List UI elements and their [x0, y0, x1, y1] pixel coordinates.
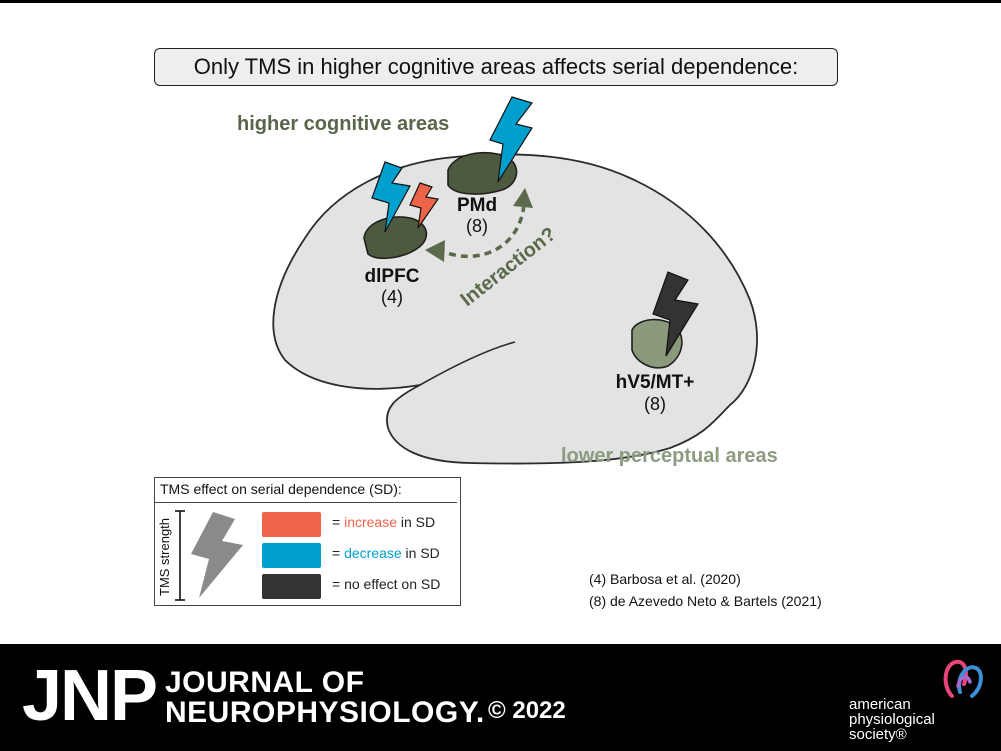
- copyright-text: © 2022: [488, 697, 566, 724]
- legend-text-decrease: = decrease in SD: [332, 545, 440, 561]
- region-ref-dlpfc: (4): [381, 287, 403, 307]
- brain-diagram: higher cognitive areas lower perceptual …: [237, 96, 778, 467]
- swatch-decrease: [262, 543, 321, 568]
- jnp-logo-text: JNP: [22, 656, 158, 736]
- journal-name-line2: NEUROPHYSIOLOGY.: [165, 696, 485, 729]
- journal-footer: JNP JOURNAL OF NEUROPHYSIOLOGY. © 2022 a…: [0, 644, 1001, 751]
- lightning-icon-dlpfc-decrease: [371, 161, 411, 233]
- society-name-line2: physiological: [849, 711, 935, 728]
- sylvian-fissure: [419, 341, 516, 386]
- legend-strength-graphic: TMS strength: [157, 510, 243, 601]
- top-border-line: [0, 0, 1001, 3]
- interaction-arrow: [439, 204, 526, 259]
- legend-prefix-increase: =: [332, 514, 345, 530]
- region-name-hv5: hV5/MT+: [616, 372, 695, 393]
- legend-box: TMS effect on serial dependence (SD): TM…: [154, 477, 461, 606]
- region-name-dlpfc: dlPFC: [365, 266, 420, 287]
- society-name-line3: society®: [849, 726, 907, 743]
- lightning-icon-pmd-decrease: [489, 96, 534, 183]
- legend-suffix-decrease: in SD: [401, 545, 440, 561]
- lightning-icon-hv5-no-effect: [652, 271, 699, 357]
- reference-item: (4) Barbosa et al. (2020): [589, 571, 741, 587]
- swatch-no-effect: [262, 574, 321, 599]
- region-ref-pmd: (8): [466, 216, 488, 236]
- interaction-arrowhead-left: [425, 240, 445, 262]
- journal-name: JOURNAL OF NEUROPHYSIOLOGY.: [165, 668, 485, 728]
- pmd-region: [447, 151, 518, 195]
- dlpfc-region: [363, 216, 428, 260]
- society-name: american physiological society®: [849, 697, 935, 742]
- reference-item: (8) de Azevedo Neto & Bartels (2021): [589, 593, 822, 609]
- legend-word-increase: increase: [344, 514, 397, 530]
- tms-strength-label: TMS strength: [157, 518, 172, 596]
- legend-text-no-effect: = no effect on SD: [332, 576, 440, 592]
- aps-logo-icon: [943, 659, 983, 698]
- society-name-line1: american: [849, 696, 911, 713]
- lower-areas-label: lower perceptual areas: [561, 445, 778, 467]
- references: (4) Barbosa et al. (2020) (8) de Azevedo…: [589, 568, 822, 612]
- region-name-pmd: PMd: [457, 195, 497, 216]
- legend-word-decrease: decrease: [344, 545, 402, 561]
- legend-prefix-decrease: =: [332, 545, 345, 561]
- legend-title: TMS effect on serial dependence (SD):: [160, 481, 402, 497]
- lightning-icon-legend: [191, 512, 243, 598]
- lightning-icon-dlpfc-increase: [409, 182, 440, 229]
- swatch-increase: [262, 512, 321, 537]
- legend-suffix-increase: in SD: [397, 514, 436, 530]
- diagram-title: Only TMS in higher cognitive areas affec…: [193, 54, 799, 79]
- interaction-arrowhead-top: [513, 188, 533, 208]
- legend-text-increase: = increase in SD: [332, 514, 435, 530]
- higher-areas-label: higher cognitive areas: [237, 113, 449, 135]
- legend-prefix-no-effect: =: [332, 576, 345, 592]
- legend-word-no-effect: no effect on SD: [344, 576, 441, 592]
- region-ref-hv5: (8): [644, 394, 666, 414]
- legend-divider: [155, 502, 457, 503]
- title-box: Only TMS in higher cognitive areas affec…: [154, 48, 838, 86]
- journal-name-line1: JOURNAL OF: [165, 666, 365, 699]
